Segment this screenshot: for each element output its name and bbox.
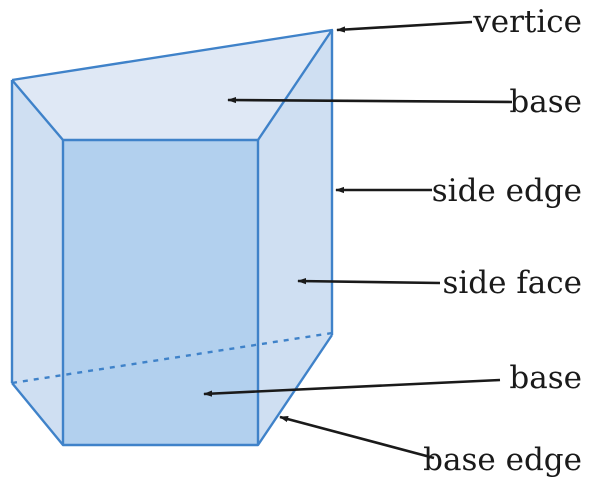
bottom-base-arrow bbox=[203, 378, 501, 397]
prism bbox=[10, 28, 334, 447]
labels: vertice base side edge side face base ba… bbox=[423, 4, 582, 478]
top-base-face bbox=[12, 30, 332, 140]
vertex-label: vertice bbox=[472, 4, 582, 40]
left-side-face bbox=[12, 80, 63, 445]
base-edge-arrow bbox=[279, 415, 435, 460]
side-edge-label: side edge bbox=[432, 173, 582, 209]
top-base-arrow bbox=[227, 96, 513, 104]
side-face-label: side face bbox=[442, 265, 582, 301]
front-side-face bbox=[63, 140, 258, 445]
top-base-label: base bbox=[509, 84, 582, 120]
callout-arrows bbox=[203, 20, 513, 460]
side-face-arrow bbox=[297, 277, 441, 285]
bottom-base-label: base bbox=[509, 360, 582, 396]
base-edge-label: base edge bbox=[423, 442, 582, 478]
vertex-arrow bbox=[336, 20, 473, 33]
